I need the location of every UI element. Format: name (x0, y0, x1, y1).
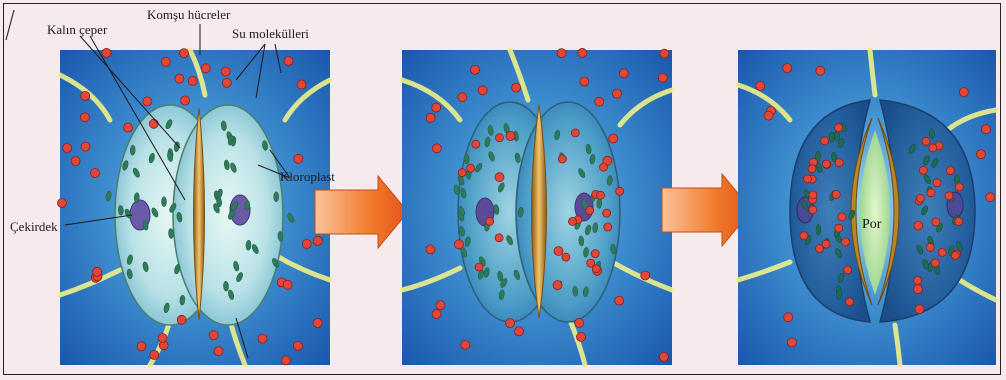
thick-wall-label: Kalın çeper (47, 23, 107, 36)
nucleus-label: Çekirdek (10, 220, 58, 233)
pore-label: Por (862, 218, 881, 232)
neighbor-cells-label: Komşu hücreler (147, 8, 230, 21)
chloroplast-label: Kloroplast (280, 170, 335, 183)
water-molecules-label: Su molekülleri (232, 27, 309, 40)
image-frame (3, 3, 1001, 375)
